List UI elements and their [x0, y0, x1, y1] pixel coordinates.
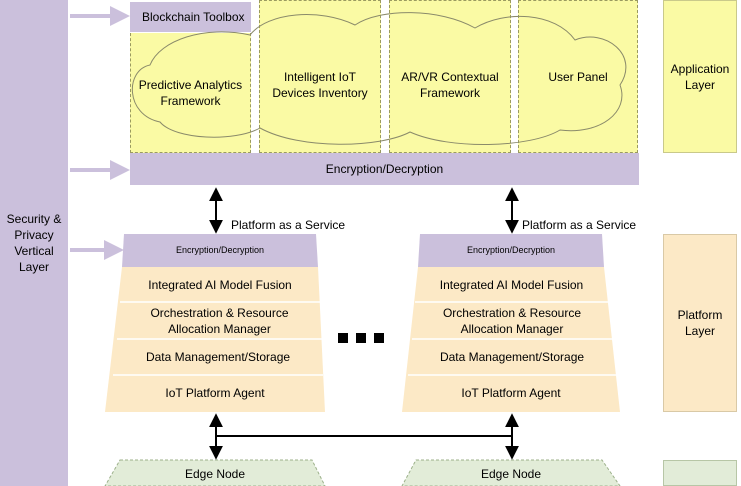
- application-layer-label: Application Layer: [670, 61, 730, 92]
- ellipsis-dot: [374, 333, 384, 343]
- ellipsis-dot: [356, 333, 366, 343]
- platform-left-orchestration: Orchestration & Resource Allocation Mana…: [150, 306, 289, 336]
- edge-node-left: Edge Node: [184, 467, 246, 481]
- app-module-predictive-bg: [130, 33, 251, 153]
- edge-node-right: Edge Node: [480, 467, 542, 481]
- security-privacy-vertical-layer: Security & Privacy Vertical Layer: [0, 0, 68, 486]
- blockchain-toolbox-label: Blockchain Toolbox: [142, 10, 245, 24]
- more-stacks-ellipsis: [334, 330, 394, 343]
- app-encryption-label: Encryption/Decryption: [325, 162, 444, 176]
- paas-label-left: Platform as a Service: [231, 218, 346, 232]
- paas-label-right: Platform as a Service: [522, 218, 637, 232]
- app-module-iot-inventory: Intelligent IoT Devices Inventory: [272, 70, 368, 100]
- app-module-arvr: AR/VR Contextual Framework: [401, 70, 499, 100]
- platform-layer-label: Platform Layer: [677, 308, 723, 338]
- toolbox-box: Blockchain Toolbox: [130, 2, 251, 32]
- platform-left-iot-agent: IoT Platform Agent: [165, 386, 265, 400]
- platform-left-data-mgmt: Data Management/Storage: [145, 350, 291, 364]
- app-module-arvr-bg: [389, 0, 511, 153]
- platform-right-iot-agent: IoT Platform Agent: [461, 386, 561, 400]
- edge-layer-box: [663, 460, 737, 486]
- application-layer-box: Application Layer: [663, 0, 737, 153]
- platform-right-ai-fusion: Integrated AI Model Fusion: [439, 278, 584, 292]
- security-layer-label: Security & Privacy Vertical Layer: [6, 212, 62, 274]
- app-module-iot-bg: [259, 0, 381, 153]
- platform-left-encryption: Encryption/Decryption: [175, 245, 265, 255]
- platform-right-encryption: Encryption/Decryption: [466, 245, 556, 255]
- platform-layer-box: Platform Layer: [663, 234, 737, 412]
- platform-left-ai-fusion: Integrated AI Model Fusion: [148, 278, 292, 292]
- app-module-user-bg: [518, 0, 638, 153]
- platform-right-data-mgmt: Data Management/Storage: [439, 350, 585, 364]
- app-module-user-panel: User Panel: [548, 70, 608, 84]
- platform-right-orchestration: Orchestration & Resource Allocation Mana…: [442, 306, 582, 336]
- app-encryption-bar: Encryption/Decryption: [130, 153, 639, 185]
- app-module-predictive: Predictive Analytics Framework: [138, 78, 243, 108]
- ellipsis-dot: [338, 333, 348, 343]
